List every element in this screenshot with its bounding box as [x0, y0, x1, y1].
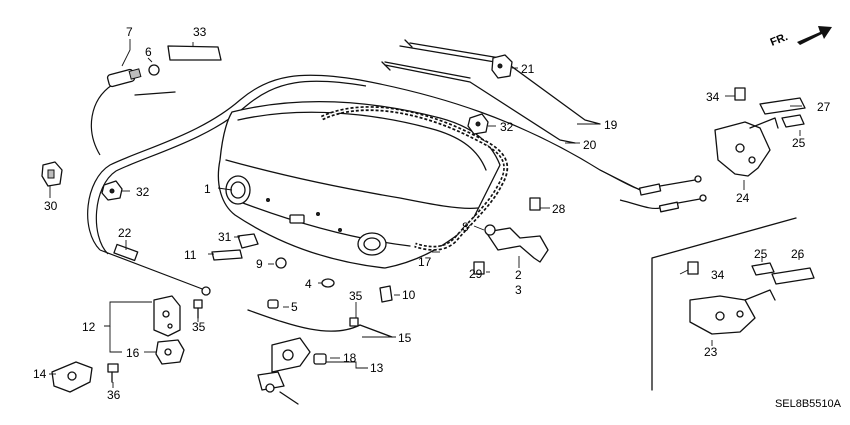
- latch-cable-22: [99, 243, 211, 296]
- callout-9: 9: [256, 257, 263, 271]
- callout-13: 13: [370, 361, 384, 375]
- trunk-hinge-24: [714, 117, 779, 177]
- trunk-opener-cable: [87, 74, 651, 251]
- callout-24: 24: [736, 191, 750, 205]
- callout-34-upper: 34: [706, 90, 720, 104]
- callout-16: 16: [126, 346, 140, 360]
- torsion-bar-clip-21: [491, 54, 513, 79]
- inset-divider: [651, 217, 797, 391]
- hinge-shim-27: [759, 97, 806, 115]
- callout-5: 5: [291, 300, 298, 314]
- callout-32-upper: 32: [500, 120, 514, 134]
- hinge-spacer-25-upper: [781, 114, 805, 128]
- bolt-28: [529, 197, 541, 211]
- cap-9: [275, 257, 287, 269]
- callout-34-lower: 34: [711, 268, 725, 282]
- callout-23: 23: [704, 345, 718, 359]
- callout-32-left: 32: [136, 185, 150, 199]
- callout-8: 8: [462, 220, 469, 234]
- callout-33: 33: [193, 25, 207, 39]
- callout-3: 3: [515, 283, 522, 297]
- callout-25-upper: 25: [792, 136, 806, 150]
- hinge-bolt-34-upper: [734, 87, 746, 101]
- front-direction-label: FR.: [769, 31, 790, 49]
- front-arrow-icon: [797, 26, 832, 45]
- callout-27: 27: [817, 100, 831, 114]
- callout-21: 21: [521, 62, 535, 76]
- cylinder-clip-18: [313, 353, 327, 365]
- grommet-4: [321, 278, 335, 288]
- callout-2: 2: [515, 268, 522, 282]
- callout-18: 18: [343, 351, 357, 365]
- hinge-spacer-25-lower: [751, 262, 775, 276]
- cable-clip-32-left: [101, 180, 123, 201]
- cable-clip-32-upper: [467, 113, 489, 135]
- callout-numbers: 1 2 3 4 5 6 7 8 9 10 11 12 13 14 15 16 1…: [33, 25, 831, 402]
- striker-14: [51, 361, 93, 393]
- callout-36: 36: [107, 388, 121, 402]
- callout-22: 22: [118, 226, 132, 240]
- callout-11: 11: [184, 248, 197, 262]
- hinge-shim-26: [771, 267, 815, 285]
- callout-29: 29: [469, 267, 483, 281]
- latch-cover-16: [155, 339, 185, 365]
- callout-35-center: 35: [349, 289, 363, 303]
- callout-35-left: 35: [192, 320, 206, 334]
- trunk-label-33: [167, 45, 222, 61]
- callout-14: 14: [33, 367, 47, 381]
- front-direction-indicator: FR.: [769, 26, 832, 49]
- callout-26: 26: [791, 247, 805, 261]
- bumper-10: [379, 285, 393, 303]
- trunk-lid: [217, 100, 501, 269]
- callout-6: 6: [145, 45, 152, 59]
- latch-bolt-35-left: [193, 299, 203, 319]
- bolt-8: [484, 224, 496, 236]
- callout-17: 17: [418, 255, 432, 269]
- drawing-code: SEL8B5510A: [775, 398, 842, 410]
- striker-bolt-36: [107, 363, 119, 383]
- key-cylinder-13: [247, 309, 393, 405]
- trunk-latch-12: [153, 295, 181, 337]
- callout-15: 15: [398, 331, 412, 345]
- trunk-opener-lever-2: [485, 227, 549, 263]
- callout-20: 20: [583, 138, 597, 152]
- trunk-hinge-23: [689, 289, 776, 335]
- callout-12: 12: [82, 320, 96, 334]
- callout-28: 28: [552, 202, 566, 216]
- hinge-bolt-34-lower: [687, 261, 699, 275]
- garnish-clip-31: [237, 233, 259, 249]
- cable-end-fittings: [599, 169, 707, 213]
- torsion-bars: [381, 39, 601, 144]
- callout-7: 7: [126, 25, 133, 39]
- bolt-29: [473, 261, 485, 275]
- callout-30: 30: [44, 199, 58, 213]
- trunk-bumper-30: [41, 161, 63, 187]
- callout-4: 4: [305, 277, 312, 291]
- trunk-opener-switch: [90, 64, 176, 156]
- grommet-11: [211, 249, 243, 261]
- callout-31: 31: [218, 230, 232, 244]
- leader-lines: [49, 39, 802, 388]
- callout-25-lower: 25: [754, 247, 768, 261]
- callout-10: 10: [402, 288, 416, 302]
- callout-1: 1: [204, 182, 211, 196]
- clip-5: [267, 299, 279, 309]
- callout-19: 19: [604, 118, 618, 132]
